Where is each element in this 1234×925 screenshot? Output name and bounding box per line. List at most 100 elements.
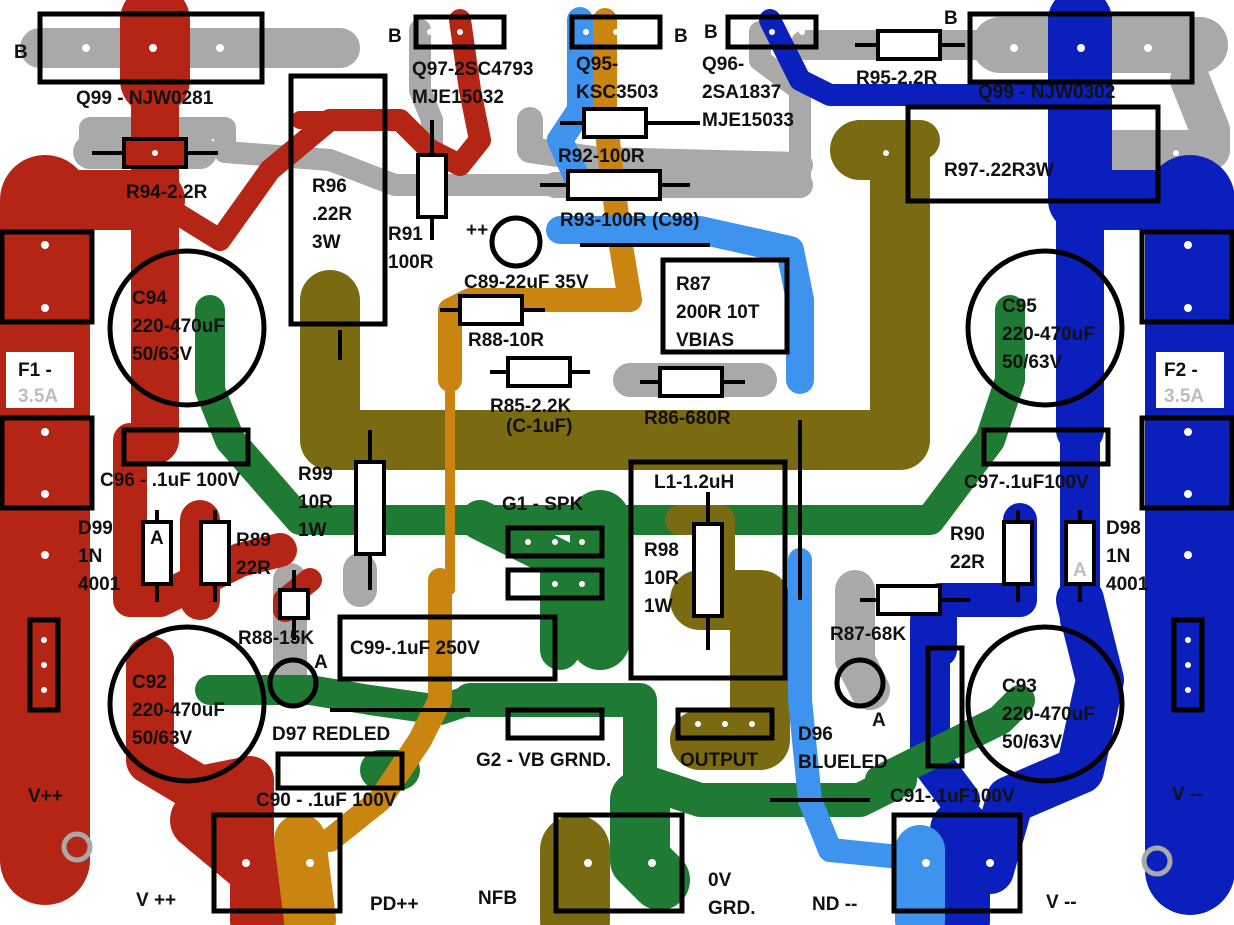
q99-left-outline	[37, 11, 265, 85]
pad	[1173, 150, 1179, 156]
r89-body	[199, 520, 231, 586]
pad	[922, 859, 930, 867]
label-d98: 1N	[1106, 546, 1130, 567]
label-c94: 50/63V	[132, 344, 193, 365]
q97-outline	[413, 14, 507, 50]
label-d98-anode: A	[1073, 560, 1087, 581]
pad	[457, 29, 463, 35]
label-r98: 10R	[644, 568, 679, 589]
label-g1: G1 - SPK	[502, 494, 584, 515]
terminal-nd-vmm	[891, 812, 1023, 914]
label-d99: 1N	[78, 546, 102, 567]
label-r94: R94-2.2R	[126, 182, 208, 203]
label-r99: R99	[298, 464, 333, 485]
labels: B B B B B Q99 - NJW0281 Q97-2SC4793 MJE1…	[6, 8, 1224, 919]
label-c94: 220-470uF	[132, 316, 225, 337]
pad	[1185, 662, 1191, 668]
label-b: B	[14, 42, 28, 63]
label-d99: 4001	[78, 574, 121, 595]
label-r88-15k: R88-15K	[238, 628, 314, 649]
pad	[1184, 551, 1192, 559]
label-c99: C99-.1uF 250V	[350, 638, 480, 659]
pad	[648, 859, 656, 867]
d98-body	[1064, 520, 1096, 586]
label-b: B	[704, 22, 718, 43]
label-r86: R86-680R	[644, 408, 731, 429]
label-f2-rating: 3.5A	[1164, 386, 1204, 407]
d99-body	[141, 520, 173, 586]
r95-body	[876, 29, 942, 61]
pad	[1010, 44, 1018, 52]
label-r87: R87	[676, 274, 711, 295]
pad	[1184, 241, 1192, 249]
label-r99: 10R	[298, 492, 333, 513]
pad	[41, 490, 49, 498]
pad	[552, 581, 558, 587]
label-b: B	[388, 26, 402, 47]
label-r95: R95-2.2R	[856, 68, 938, 89]
pad	[525, 539, 531, 545]
label-f1-rating: 3.5A	[18, 386, 58, 407]
r96-outline	[288, 73, 388, 327]
c92-outline	[107, 624, 267, 784]
q95-outline	[569, 14, 663, 50]
label-c93: C93	[1002, 676, 1037, 697]
pad	[216, 44, 224, 52]
label-d97: D97 REDLED	[272, 724, 390, 745]
terminal-vpp-pdpp	[211, 812, 343, 914]
label-l1: L1-1.2uH	[654, 472, 734, 493]
mounting-hole-right	[1141, 845, 1173, 877]
label-nd: ND --	[812, 894, 857, 915]
r92-body	[582, 107, 648, 139]
r88-15k-body	[278, 588, 310, 620]
c89-outline	[489, 215, 543, 269]
label-c92: 50/63V	[132, 728, 193, 749]
r88-body	[458, 294, 524, 326]
pad	[41, 304, 49, 312]
pads	[41, 29, 1192, 867]
label-q99-right: Q99 - NJW0302	[978, 82, 1115, 103]
g1-header-2	[505, 567, 605, 601]
label-q97: Q97-2SC4793	[412, 59, 533, 80]
pad	[584, 859, 592, 867]
label-vpp-left: V++	[28, 786, 63, 807]
c93-outline	[965, 624, 1125, 784]
label-r87: VBIAS	[676, 330, 734, 351]
pad	[306, 859, 314, 867]
pad	[579, 721, 585, 727]
f1-holder-bottom	[0, 415, 95, 511]
pad	[579, 539, 585, 545]
pad	[579, 581, 585, 587]
label-d99: D99	[78, 518, 113, 539]
r94-body	[122, 137, 188, 169]
label-q96: MJE15033	[702, 110, 794, 131]
c91-outline	[925, 645, 965, 769]
d96-outline	[834, 657, 886, 709]
fuse-label-bg-right	[1156, 352, 1224, 408]
f2-holder-bottom	[1139, 415, 1234, 511]
label-d98: 4001	[1106, 574, 1149, 595]
label-c96: C96 - .1uF 100V	[100, 470, 241, 491]
pad	[41, 551, 49, 559]
pad	[749, 721, 755, 727]
g1-header-1	[505, 525, 605, 559]
pad	[1184, 428, 1192, 436]
pad	[1077, 44, 1085, 52]
label-b: B	[674, 26, 688, 47]
label-vpp-bottom: V ++	[136, 890, 176, 911]
label-c90: C90 - .1uF 100V	[256, 790, 397, 811]
label-d96-anode: A	[872, 710, 886, 731]
pad	[152, 150, 158, 156]
label-q99-left: Q99 - NJW0281	[76, 88, 214, 109]
label-c95: 220-470uF	[1002, 324, 1095, 345]
label-c92: C92	[132, 672, 167, 693]
f1-holder-top	[0, 229, 95, 325]
fuse-label-bg-left	[6, 352, 74, 408]
pad	[986, 859, 994, 867]
pad	[427, 29, 433, 35]
c95-outline	[965, 248, 1125, 408]
r97-outline	[905, 104, 1161, 204]
label-c92: 220-470uF	[132, 700, 225, 721]
label-vmm-right: V --	[1172, 784, 1203, 805]
label-r92: R92-100R	[558, 146, 645, 167]
